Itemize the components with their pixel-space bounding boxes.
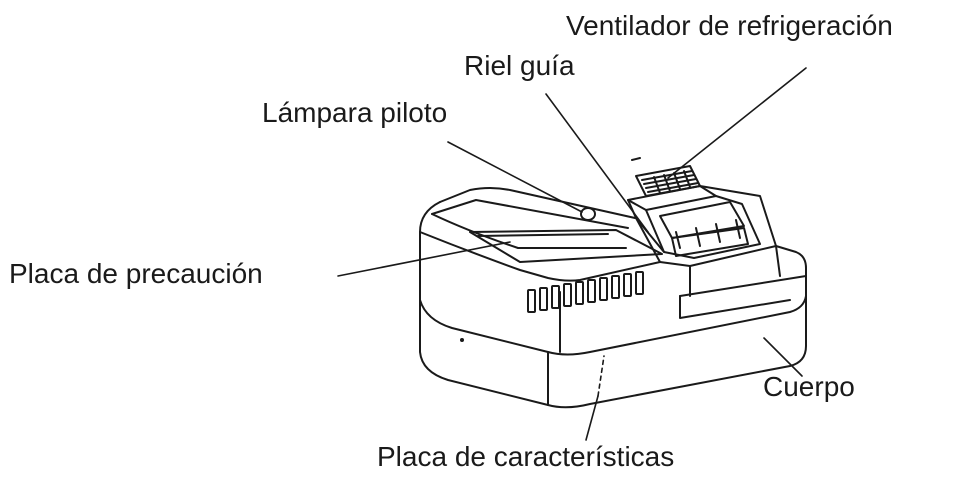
leader-guide-rail <box>545 93 649 233</box>
pilot-lamp <box>580 207 596 221</box>
label-rating-plate: Placa de características <box>377 441 675 472</box>
leader-rating-plate <box>585 395 599 441</box>
battery-slot-housing <box>627 185 781 297</box>
leader-cooling-fan <box>667 67 807 179</box>
label-body: Cuerpo <box>763 371 855 402</box>
leader-lines <box>337 67 807 441</box>
label-cooling-fan: Ventilador de refrigeración <box>566 10 893 41</box>
caution-plate <box>469 229 663 263</box>
leader-rating-plate-hidden <box>597 355 605 397</box>
vent-slots <box>527 271 644 313</box>
leader-body <box>763 337 803 377</box>
label-caution-plate: Placa de precaución <box>9 258 263 289</box>
leader-pilot-lamp <box>447 141 583 213</box>
label-guide-rail: Riel guía <box>464 50 575 81</box>
label-pilot-lamp: Lámpara piloto <box>262 97 448 128</box>
leader-caution-plate <box>337 241 511 277</box>
cooling-fan-grille <box>631 157 701 197</box>
